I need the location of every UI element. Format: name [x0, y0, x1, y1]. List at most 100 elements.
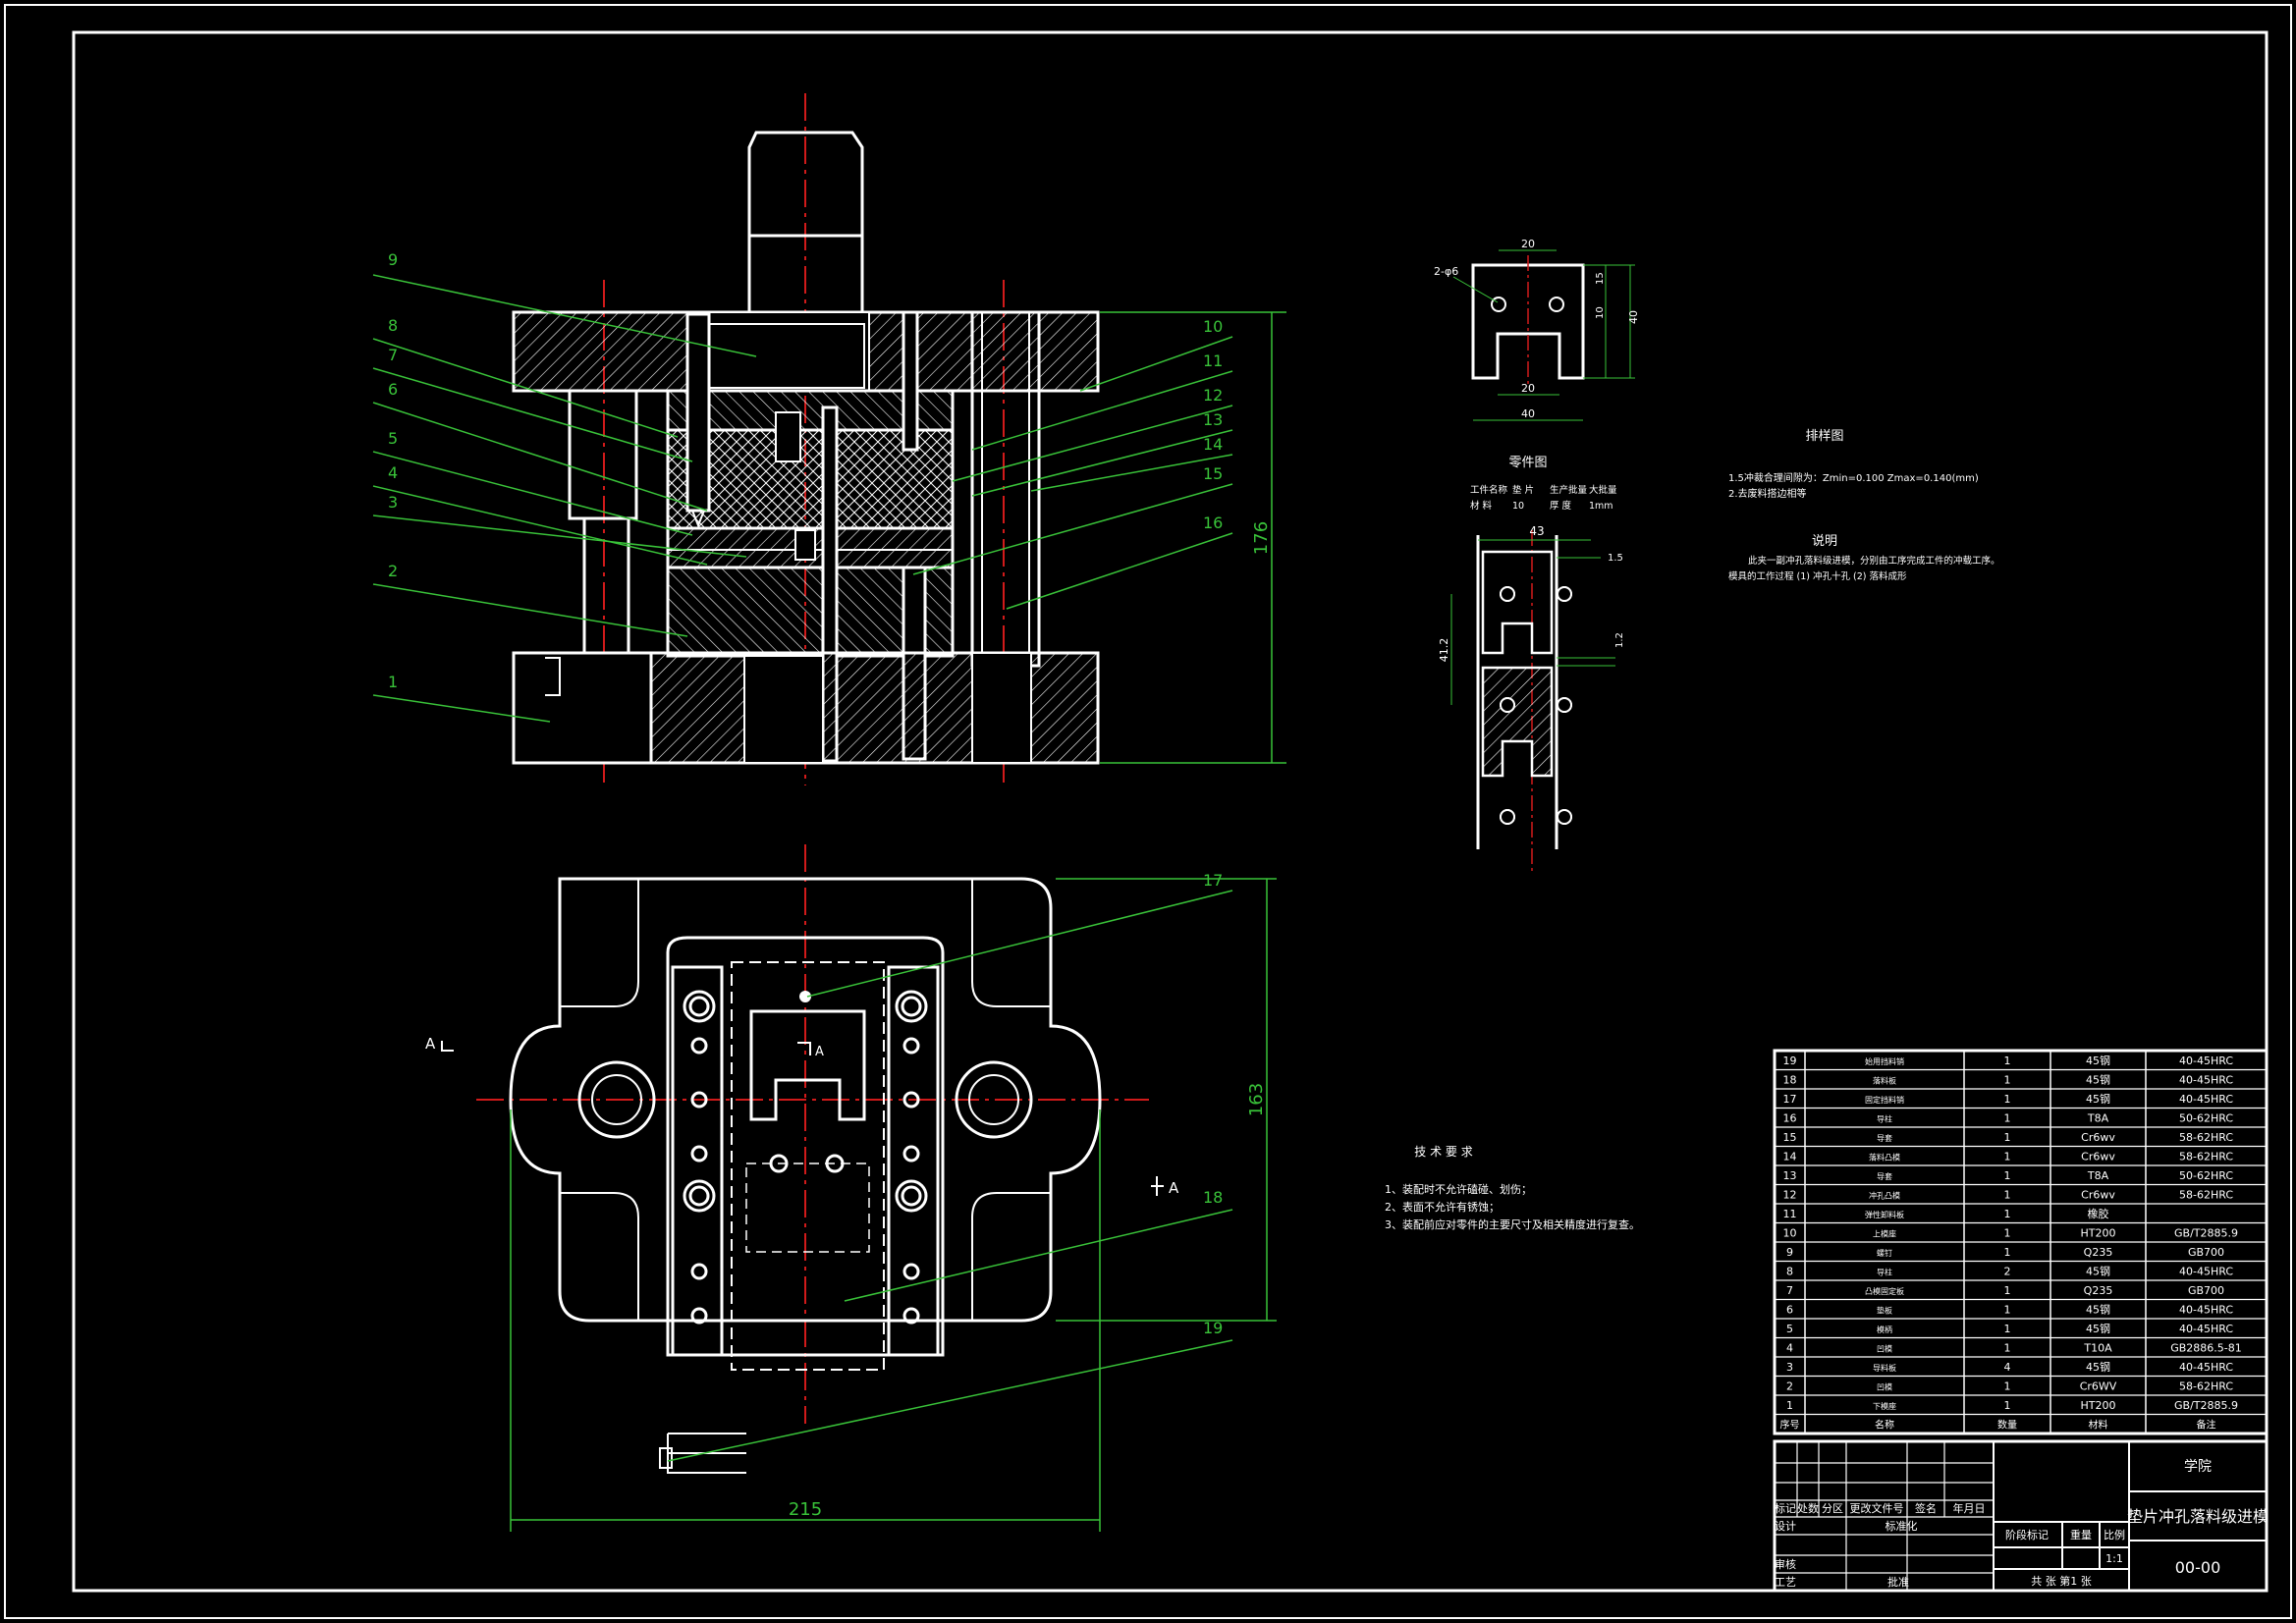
- bom-cell: 1: [2004, 1131, 2011, 1144]
- tb-scale-label: 比例: [2104, 1528, 2125, 1542]
- tb-sheet: 共 张 第1 张: [2031, 1574, 2092, 1588]
- bom-cell: 1: [2004, 1169, 2011, 1182]
- part-label-10: 10: [1203, 317, 1223, 336]
- tb-rev-h2: 分区: [1822, 1502, 1843, 1515]
- process-title: 说明: [1812, 534, 1837, 549]
- bom-cell: 1: [2004, 1208, 2011, 1220]
- bom-cell: T8A: [2087, 1112, 2109, 1125]
- tech-req-1: 1、装配时不允许磕碰、划伤；: [1385, 1182, 1532, 1196]
- part-info-2b: 10: [1512, 501, 1524, 512]
- section-mark-right: A: [1169, 1179, 1179, 1197]
- plan-width-dim: 215: [789, 1499, 822, 1520]
- part-info-1b: 垫 片: [1512, 484, 1534, 496]
- bom-cell: 1: [2004, 1304, 2011, 1317]
- tb-approve: 批准: [1887, 1575, 1909, 1589]
- bom-cell: 1: [2004, 1189, 2011, 1202]
- part-dim-bottom: 40: [1521, 407, 1535, 420]
- tb-scale: 1:1: [2105, 1552, 2123, 1565]
- bom-cell: 40-45HRC: [2179, 1323, 2233, 1335]
- tb-rev-h1: 处数: [1797, 1502, 1819, 1515]
- part-drawing: 20 20 40 15 10 40 2-φ6 零件图 工件名称 垫 片 生产批量…: [1434, 238, 1640, 512]
- part-label-9: 9: [388, 250, 398, 269]
- section-mark-left: A: [425, 1035, 436, 1053]
- part-info-2d: 1mm: [1589, 501, 1613, 512]
- plan-labels: 17 18 19: [1203, 871, 1223, 1337]
- strip-width-dim: 43: [1529, 524, 1544, 538]
- tech-requirements: 技 术 要 求 1、装配时不允许磕碰、划伤； 2、表面不允许有锈蚀； 3、装配前…: [1385, 1145, 1640, 1231]
- bom-cell: 弹性卸料板: [1865, 1210, 1904, 1219]
- part-label-18: 18: [1203, 1188, 1223, 1207]
- bom-cell: Cr6WV: [2080, 1380, 2117, 1393]
- bom-cell: 导柱: [1877, 1268, 1892, 1277]
- bom-cell: 7: [1786, 1284, 1793, 1297]
- bom-header-cell: 名称: [1875, 1419, 1894, 1432]
- bom-cell: 模柄: [1877, 1325, 1892, 1334]
- bom-header-cell: 备注: [2197, 1419, 2216, 1432]
- bom-cell: 58-62HRC: [2179, 1151, 2233, 1163]
- bom-header-cell: 序号: [1780, 1419, 1800, 1432]
- part-dim-inner: 20: [1521, 382, 1535, 395]
- part-info-1a: 工件名称: [1470, 484, 1508, 496]
- bom-cell: 18: [1783, 1074, 1797, 1087]
- bom-cell: GB/T2885.9: [2174, 1227, 2238, 1240]
- strip-margin1: 1.5: [1608, 553, 1623, 564]
- title-block-text: 学院 垫片冲孔落料级进模 00-00 阶段标记 重量 比例 1:1 共 张 第1…: [1775, 1459, 2269, 1589]
- bom-cell: 45钢: [2086, 1093, 2110, 1106]
- bom-cell: 10: [1783, 1227, 1797, 1240]
- part-label-7: 7: [388, 346, 398, 364]
- bom-cell: T8A: [2087, 1169, 2109, 1182]
- plan-height-dim: 163: [1246, 1083, 1267, 1116]
- bom-cell: 58-62HRC: [2179, 1380, 2233, 1393]
- tb-stage-label: 阶段标记: [2005, 1528, 2049, 1542]
- tech-req-2: 2、表面不允许有锈蚀；: [1385, 1200, 1500, 1214]
- bom-cell: 45钢: [2086, 1055, 2110, 1067]
- bom-cell: 1: [2004, 1399, 2011, 1412]
- strip-notes: 排样图 1.5冲裁合理间隙为：Zmin=0.100 Zmax=0.140(mm)…: [1728, 429, 2000, 582]
- part-label-5: 5: [388, 429, 398, 448]
- bom-cell: 1: [2004, 1323, 2011, 1335]
- bom-cell: Cr6wv: [2081, 1131, 2115, 1144]
- bom-cell: 14: [1783, 1151, 1797, 1163]
- plan-leaders: [667, 890, 1233, 1462]
- plan-view: A A A 215 163: [425, 844, 1277, 1532]
- tb-rev-h5: 年月日: [1953, 1501, 1986, 1515]
- bom-cell: 50-62HRC: [2179, 1169, 2233, 1182]
- process-line-2: 模具的工作过程 (1) 冲孔十孔 (2) 落料成形: [1728, 570, 1907, 582]
- section-mark-inner: A: [815, 1045, 824, 1059]
- bom-cell: 1: [2004, 1342, 2011, 1355]
- bom-cell: 4: [2004, 1361, 2011, 1374]
- bom-header-cell: 数量: [1997, 1419, 2017, 1432]
- tb-check: 审核: [1775, 1557, 1796, 1571]
- bom-cell: T10A: [2083, 1342, 2112, 1355]
- part-label-3: 3: [388, 493, 398, 512]
- main-height-dim: 176: [1251, 521, 1272, 555]
- part-hole-label: 2-φ6: [1434, 265, 1458, 278]
- bom-cell: 始用挡料销: [1865, 1056, 1904, 1066]
- bom-cell: 45钢: [2086, 1323, 2110, 1335]
- bom-cell: 58-62HRC: [2179, 1131, 2233, 1144]
- bom-cell: 40-45HRC: [2179, 1093, 2233, 1106]
- bom-cell: 冲孔凸模: [1869, 1191, 1900, 1201]
- bom-cell: 16: [1783, 1112, 1797, 1125]
- part-label-12: 12: [1203, 386, 1223, 405]
- bom-cell: 导料板: [1873, 1363, 1896, 1373]
- tb-rev-h0: 标记: [1775, 1501, 1796, 1515]
- inner-border: [72, 30, 2269, 1593]
- part-info-2a: 材 料: [1470, 500, 1493, 512]
- bom-cell: 4: [1786, 1342, 1793, 1355]
- bom-cell: 11: [1783, 1208, 1797, 1220]
- bom-cell: 导套: [1877, 1133, 1892, 1143]
- bom-cell: 17: [1783, 1093, 1797, 1106]
- bom-cell: 螺钉: [1877, 1248, 1892, 1258]
- part-dim-top: 20: [1521, 238, 1535, 250]
- bom-cell: 落料板: [1873, 1076, 1896, 1086]
- part-label-11: 11: [1203, 352, 1223, 370]
- part-info-1d: 大批量: [1589, 484, 1617, 496]
- part-dim-right3: 40: [1627, 310, 1640, 324]
- tb-process: 工艺: [1775, 1576, 1796, 1589]
- part-info-1c: 生产批量: [1550, 484, 1588, 496]
- part-label-4: 4: [388, 463, 398, 482]
- bom-cell: 1: [2004, 1074, 2011, 1087]
- strip-pitch-dim: 41.2: [1438, 638, 1450, 663]
